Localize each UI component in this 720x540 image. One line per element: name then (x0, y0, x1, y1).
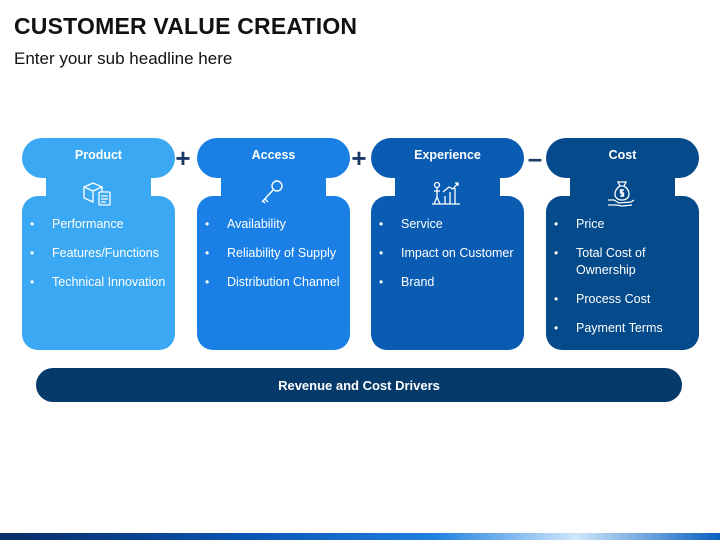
card-cost: Cost Price Total Cost of Ownership Proce… (546, 138, 699, 350)
card-product: Product Performance Features/Functions T… (22, 138, 175, 350)
plus-operator: + (351, 143, 367, 173)
list-item: Impact on Customer (371, 245, 524, 262)
card-header: Product (74, 148, 123, 162)
card-experience: Experience Service Impact on Customer Br… (371, 138, 524, 350)
page-title: CUSTOMER VALUE CREATION (14, 13, 358, 39)
list-item: Reliability of Supply (197, 245, 350, 262)
card-list: Availability Reliability of Supply Distr… (197, 216, 350, 303)
list-item: Brand (371, 274, 524, 291)
list-item: Distribution Channel (197, 274, 350, 291)
card-header: Experience (414, 148, 481, 162)
list-item: Price (546, 216, 699, 233)
list-item: Features/Functions (22, 245, 175, 262)
minus-operator: – (527, 143, 543, 173)
growth-chart-person-icon (432, 181, 460, 205)
revenue-cost-drivers-bar: Revenue and Cost Drivers (36, 368, 682, 402)
list-item: Process Cost (546, 291, 699, 308)
list-item: Payment Terms (546, 320, 699, 337)
card-header: Cost (608, 148, 637, 162)
card-shape (371, 138, 524, 350)
card-access: Access Availability Reliability of Suppl… (197, 138, 350, 350)
card-header: Access (251, 148, 296, 162)
list-item: Technical Innovation (22, 274, 175, 291)
card-list: Service Impact on Customer Brand (371, 216, 524, 303)
box-checklist-icon (82, 182, 111, 206)
plus-operator: + (175, 143, 191, 173)
list-item: Total Cost of Ownership (546, 245, 699, 279)
card-list: Price Total Cost of Ownership Process Co… (546, 216, 699, 349)
page-subtitle: Enter your sub headline here (14, 49, 233, 68)
card-shape (197, 138, 350, 350)
list-item: Service (371, 216, 524, 233)
list-item: Availability (197, 216, 350, 233)
money-bag-hand-icon (608, 181, 635, 207)
list-item: Performance (22, 216, 175, 233)
card-list: Performance Features/Functions Technical… (22, 216, 175, 303)
card-shape (22, 138, 175, 350)
footer-stripe (0, 533, 720, 540)
bar-label: Revenue and Cost Drivers (278, 377, 440, 393)
key-icon (261, 180, 283, 204)
